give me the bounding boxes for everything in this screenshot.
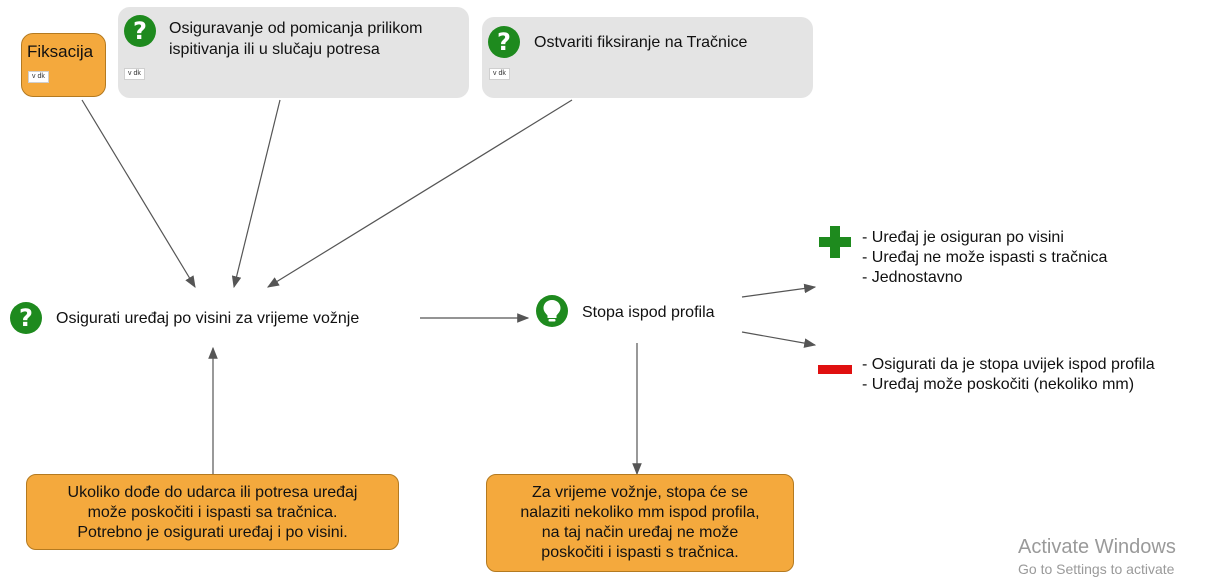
osiguravanje-title-line2: ispitivanja ili u slučaju potresa (169, 41, 380, 58)
pros-item: - Uređaj ne može ispasti s tračnica (862, 249, 1108, 266)
fiksacija-title: Fiksacija (27, 42, 94, 61)
ostvariti-title: Ostvariti fiksiranje na Tračnice (534, 34, 748, 51)
idea-node[interactable]: Stopa ispod profila (536, 295, 746, 331)
bottom-note-line4: poskočiti i ispasti s tračnica. (541, 544, 739, 561)
left-note-line3: Potrebno je osigurati uređaj i po visini… (77, 524, 348, 541)
ostvariti-node[interactable]: ? Ostvariti fiksiranje na Tračnice v dk (482, 17, 813, 98)
arrow-fiksacija-to-main (81, 99, 196, 289)
bottom-note-line1: Za vrijeme vožnje, stopa će se (531, 484, 749, 501)
cons-list: - Osigurati da je stopa uvijek ispod pro… (862, 355, 1155, 395)
bottom-note-line3: na taj način uređaj ne može (541, 524, 739, 541)
lightbulb-icon (536, 295, 568, 327)
question-icon: ? (10, 302, 42, 334)
arrow-idea-to-cons (741, 331, 817, 348)
osiguravanje-tag: v dk (124, 68, 145, 80)
osiguravanje-node[interactable]: ? Osiguravanje od pomicanja prilikom isp… (118, 7, 469, 98)
pros-item: - Uređaj je osiguran po visini (862, 229, 1064, 246)
cons-item: - Uređaj može poskočiti (nekoliko mm) (862, 376, 1135, 393)
left-note[interactable]: Ukoliko dođe do udarca ili potresa uređa… (26, 474, 399, 550)
bottom-note-line2: nalaziti nekoliko mm ispod profila, (520, 504, 760, 521)
left-note-line2: može poskočiti i ispasti sa tračnica. (87, 504, 338, 521)
main-question-node[interactable]: ? Osigurati uređaj po visini za vrijeme … (10, 300, 420, 336)
arrow-idea-to-pros (741, 283, 817, 298)
arrow-ostvariti-to-main (266, 99, 573, 288)
fiksacija-tag: v dk (28, 71, 49, 83)
question-icon: ? (124, 15, 156, 47)
osiguravanje-title-line1: Osiguravanje od pomicanja prilikom (169, 20, 423, 37)
bottom-note[interactable]: Za vrijeme vožnje, stopa će se nalaziti … (486, 474, 794, 572)
question-icon: ? (488, 26, 520, 58)
pros-item: - Jednostavno (862, 269, 963, 286)
ostvariti-tag: v dk (489, 68, 510, 80)
main-question-label: Osigurati uređaj po visini za vrijeme vo… (56, 310, 360, 327)
cons-item: - Osigurati da je stopa uvijek ispod pro… (862, 356, 1155, 373)
idea-label: Stopa ispod profila (582, 304, 715, 321)
fiksacija-node[interactable]: Fiksacija v dk (21, 33, 106, 97)
arrow-osiguravanje-to-main (231, 99, 281, 289)
activate-windows-title: Activate Windows (1018, 536, 1176, 558)
activate-windows-subtitle[interactable]: Go to Settings to activate (1018, 561, 1175, 577)
cons-icon (818, 365, 852, 374)
left-note-line1: Ukoliko dođe do udarca ili potresa uređa… (67, 484, 358, 501)
pros-list: - Uređaj je osiguran po visini - Uređaj … (862, 228, 1107, 288)
pros-icon (819, 226, 851, 258)
